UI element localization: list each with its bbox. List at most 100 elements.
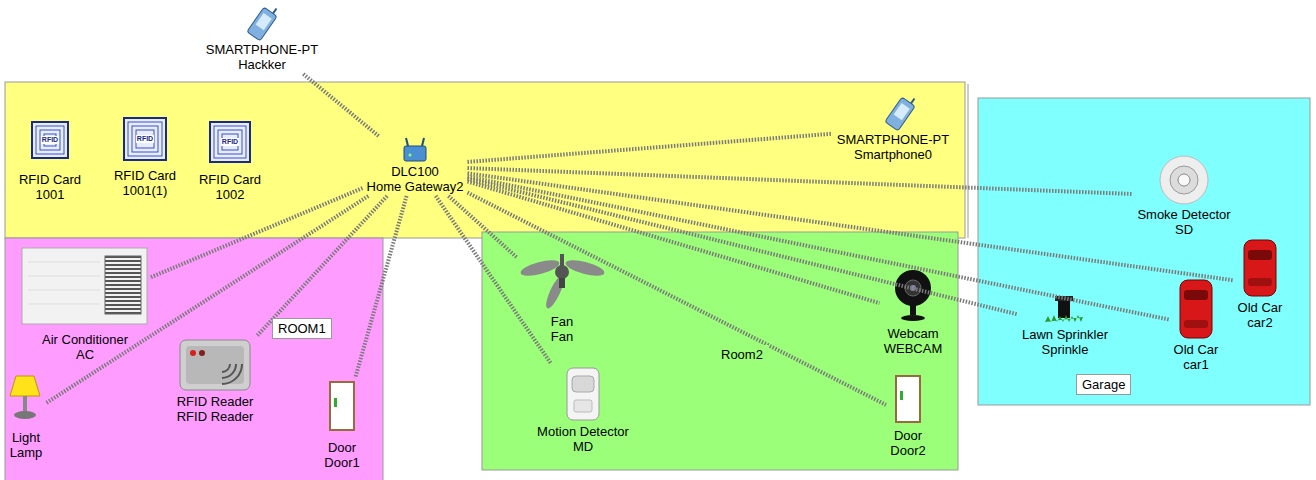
link-line (436, 196, 552, 364)
node-text: Garage (1076, 374, 1131, 395)
door: DoorDoor2 (888, 374, 928, 458)
rfid-card: RFID Card1001(1) (112, 118, 179, 198)
smoke-detector: Smoke DetectorSD (1135, 155, 1233, 237)
link-line (468, 168, 1134, 194)
room-zone: ROOM1Air ConditionerACLightLampRFID Read… (5, 238, 383, 480)
link-line (468, 173, 1234, 280)
node-text: car2 (1245, 315, 1274, 330)
node-text: Door2 (888, 443, 927, 458)
air-conditioner: Air ConditionerAC (23, 248, 148, 362)
wireless-link (468, 177, 1170, 320)
node-text: AC (74, 347, 96, 362)
link-line (47, 196, 369, 403)
wireless-link (468, 193, 887, 405)
node-text: 1001 (34, 187, 67, 202)
rfid-reader: RFID ReaderRFID Reader (175, 338, 256, 424)
garage-zone (978, 98, 1310, 405)
node-text: Air Conditioner (40, 332, 130, 347)
zone-edge (968, 84, 969, 238)
link-line (257, 196, 387, 336)
room1-zone (5, 238, 383, 480)
wireless-link (47, 196, 369, 403)
node-text: RFID Card (17, 172, 83, 187)
wireless-link (448, 196, 517, 258)
link-line (468, 181, 880, 303)
home-gateway: DLC100Home Gateway2 (365, 138, 466, 194)
node-text: Sprinkle (1040, 342, 1091, 357)
room-zone: Room2FanFanMotion DetectorMDWebcamWEBCAM… (482, 232, 958, 470)
car-icon (1180, 280, 1212, 338)
old-car: Old Carcar1 (1172, 278, 1221, 372)
smartphone: SMARTPHONE-PTSmartphone0 (835, 96, 952, 162)
node-text: Smoke Detector (1135, 207, 1232, 222)
icon-label: RFID (221, 138, 239, 146)
webcam-icon (895, 270, 931, 321)
link-line (150, 188, 363, 278)
node-text: Fan (549, 329, 575, 344)
wireless-link (468, 181, 880, 303)
rfid-card: RFID Card1002 (197, 122, 264, 202)
lamp-icon (10, 376, 40, 419)
node-text: SD (1173, 222, 1195, 237)
fan-icon (519, 254, 606, 310)
node-text: car1 (1181, 357, 1210, 372)
node-text: MD (571, 439, 595, 454)
node-text: RFID Card (197, 172, 263, 187)
motion-detector-icon (567, 368, 599, 420)
link-line (468, 177, 1170, 320)
link-line (303, 74, 378, 136)
node-text: Door (326, 440, 358, 455)
wireless-link (257, 196, 387, 336)
node-text: RFID Card (112, 168, 178, 183)
wireless-link (468, 168, 1134, 194)
node-text: Old Car (1236, 300, 1285, 315)
node-text: 1001(1) (121, 183, 170, 198)
node-text: 1002 (214, 187, 247, 202)
wireless-link (468, 173, 1234, 280)
wireless-link (303, 74, 378, 136)
node-text: DLC100 (389, 164, 441, 179)
door: DoorDoor1 (322, 380, 362, 470)
car-icon (1244, 240, 1276, 296)
gateway-icon (404, 138, 426, 161)
wireless-link (468, 134, 833, 162)
link-line (468, 179, 1019, 315)
node-text: ROOM1 (272, 318, 332, 339)
door-icon (330, 382, 354, 430)
node-text: WEBCAM (882, 341, 945, 356)
node-text: Old Car (1172, 342, 1221, 357)
node-text: Hackker (236, 57, 288, 72)
old-car: Old Carcar2 (1236, 238, 1285, 330)
link-line (448, 196, 517, 258)
lamp: LightLamp (8, 372, 45, 460)
node-text: Light (10, 430, 42, 445)
node-text: Webcam (885, 326, 940, 341)
icon-label: RFID (41, 136, 59, 144)
node-text: Door1 (322, 455, 361, 470)
room2-zone (482, 232, 958, 470)
rfid-reader-icon (180, 340, 250, 390)
link-line (355, 196, 406, 378)
wireless-link (436, 196, 552, 364)
node-text: Smartphone0 (852, 147, 934, 162)
link-line (468, 134, 833, 162)
node-text: RFID Reader (175, 394, 256, 409)
node-text: SMARTPHONE-PT (204, 42, 320, 57)
node-text: Motion Detector (535, 424, 631, 439)
link-line (468, 193, 887, 405)
wireless-link (150, 188, 363, 278)
smoke-detector-icon (1160, 156, 1208, 204)
rfid-card-icon (124, 118, 166, 160)
node-text: Fan (549, 314, 575, 329)
rfid-card-icon (32, 122, 68, 158)
wireless-link (355, 196, 406, 378)
rfid-card: RFID Card1001 (17, 122, 84, 202)
phone-icon (885, 92, 919, 131)
webcam: WebcamWEBCAM (882, 270, 945, 356)
node-text: Home Gateway2 (365, 179, 466, 194)
garage-zone: GarageSmoke DetectorSDLawn SprinklerSpri… (978, 98, 1310, 405)
rfid-card-icon (210, 122, 250, 162)
node-text: Lamp (8, 445, 45, 460)
